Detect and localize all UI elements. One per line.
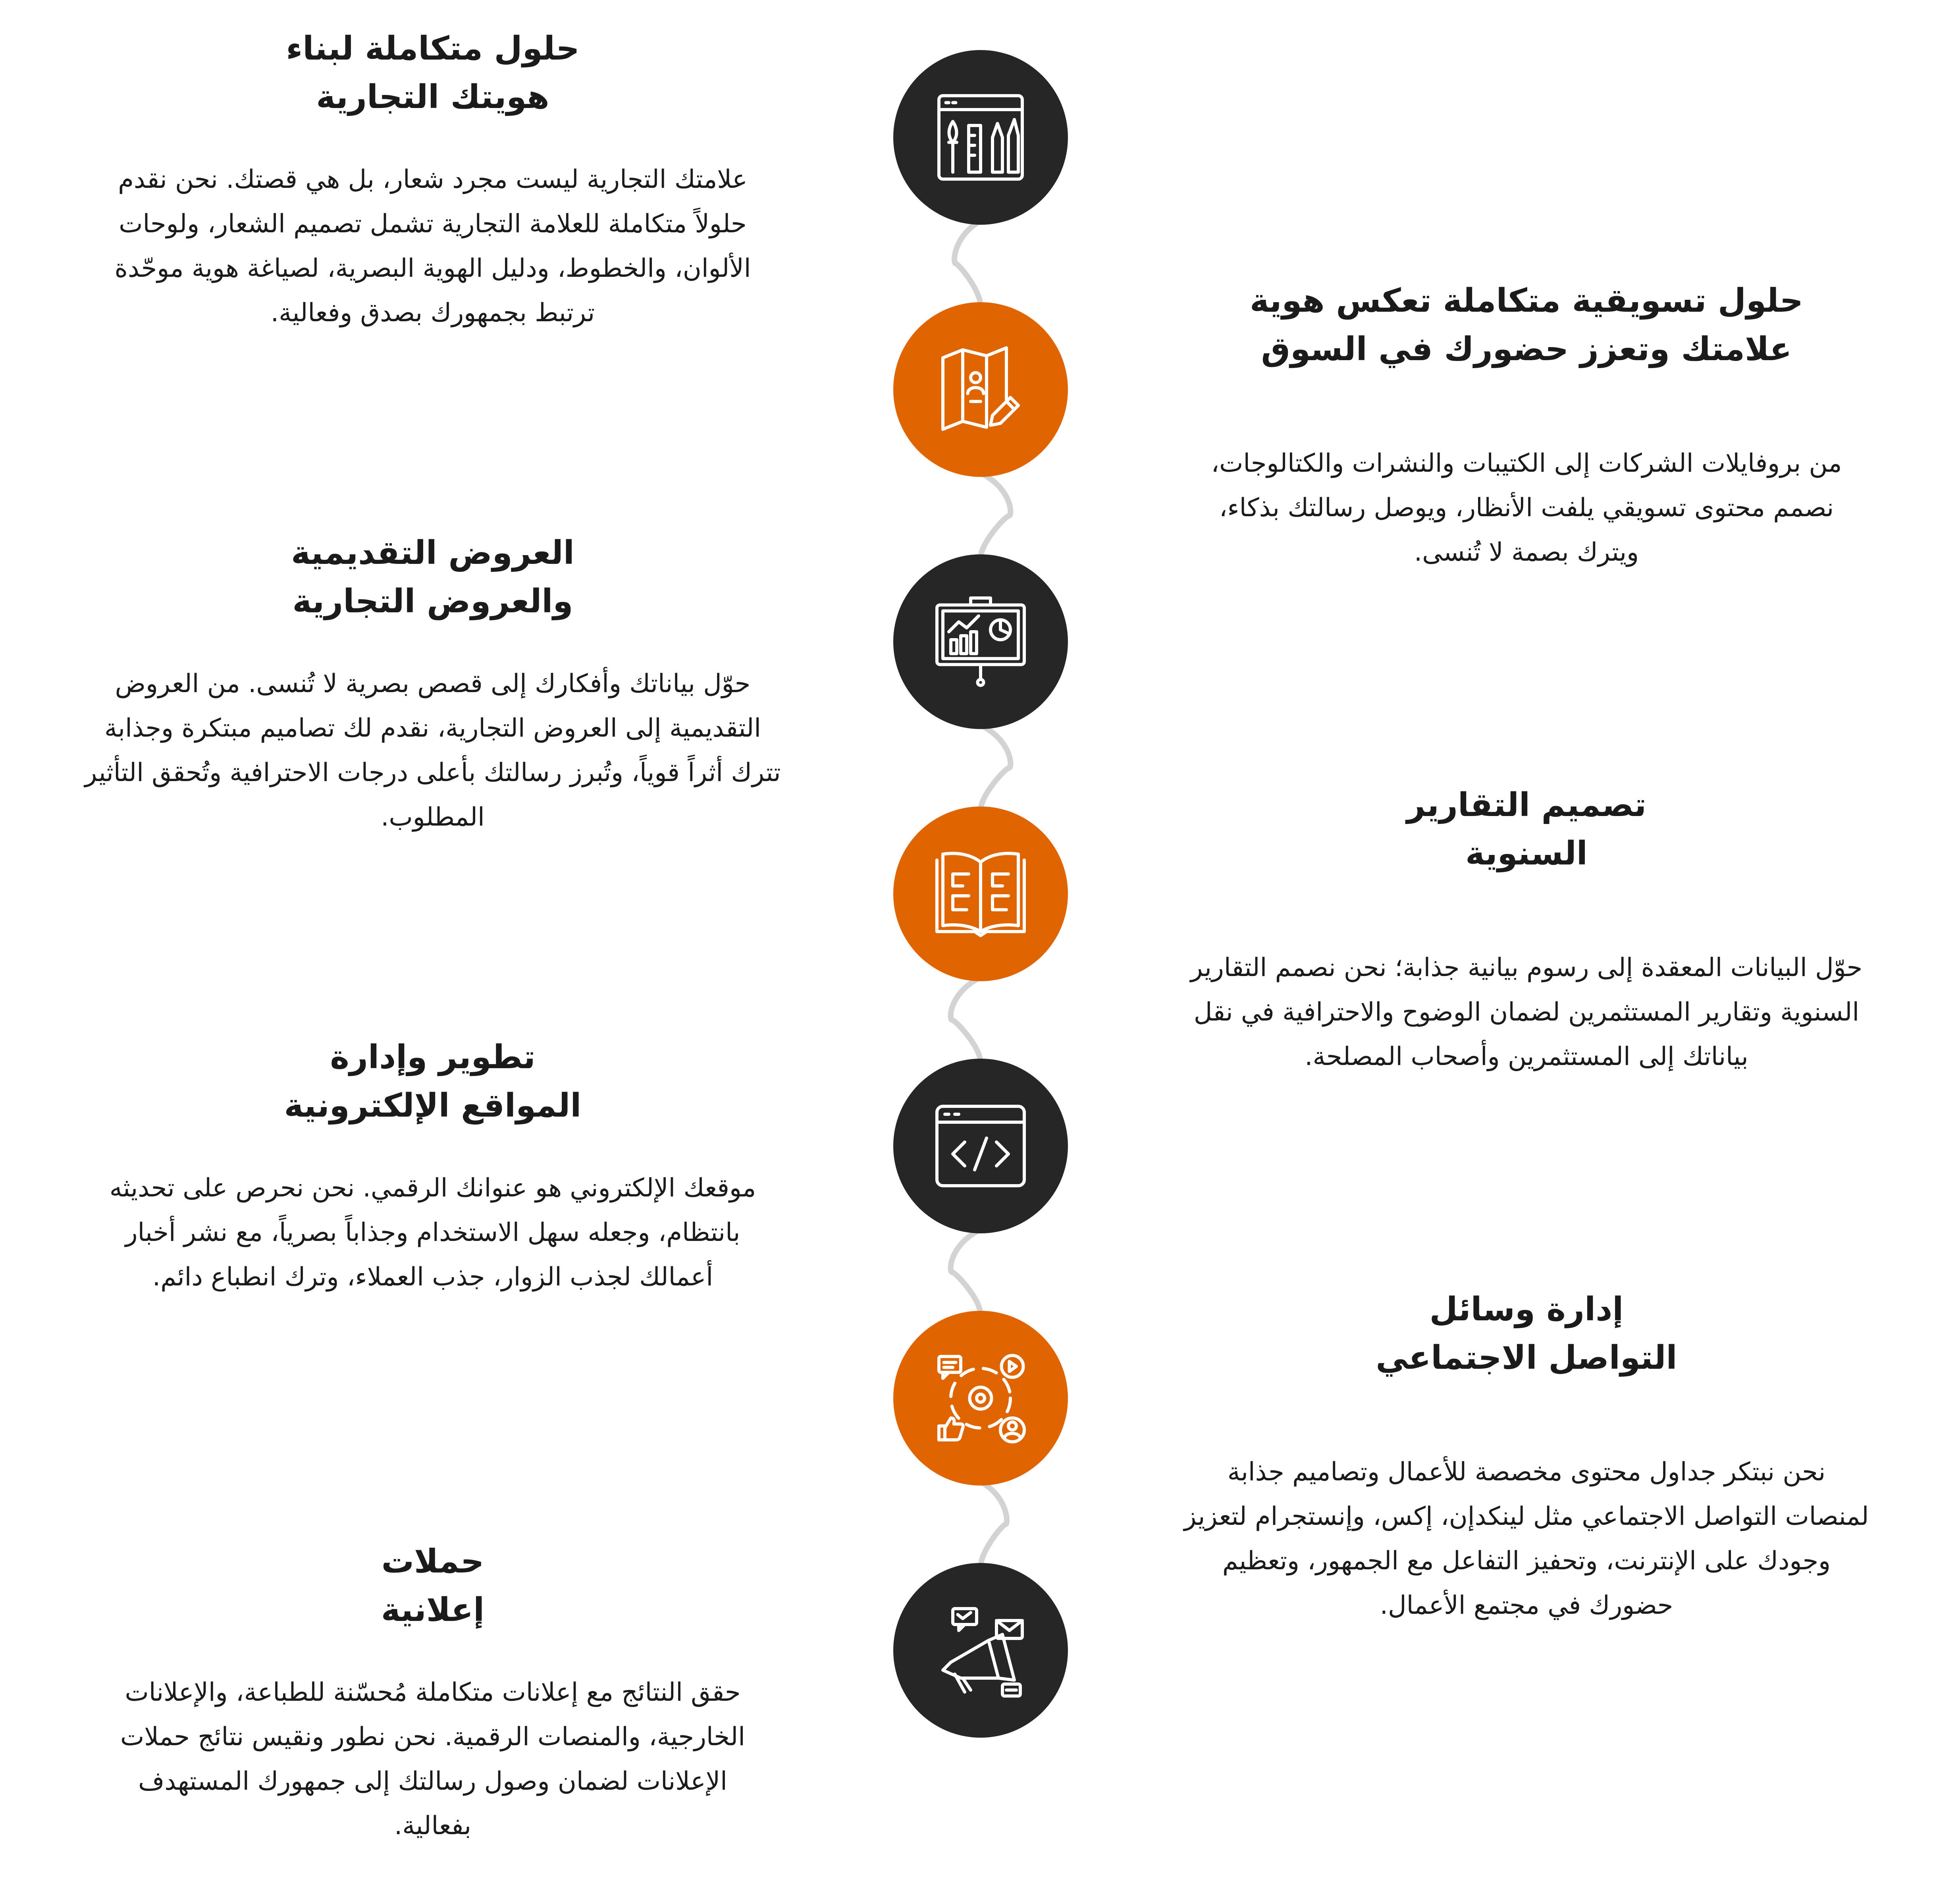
service-title: إدارة وسائل التواصل الاجتماعي: [1189, 1285, 1864, 1382]
service-title-line: علامتك وتعزز حضورك في السوق: [1261, 330, 1792, 368]
service-description-line: السنوية وتقارير المستثمرين لضمان الوضوح …: [1193, 997, 1860, 1027]
service-description-line: المطلوب.: [381, 803, 485, 832]
service-description-line: أعمالك لجذب الزوار، جذب العملاء، وترك ان…: [152, 1262, 713, 1292]
timeline-curve: [978, 1479, 1010, 1567]
timeline-node: [893, 1311, 1068, 1486]
megaphone-icon: [931, 1601, 1030, 1700]
service-title-line: تصميم التقارير: [1406, 786, 1647, 824]
service-description-line: حقق النتائج مع إعلانات متكاملة مُحسّنة ل…: [125, 1678, 741, 1707]
service-title-line: حلول متكاملة لبناء: [286, 30, 580, 68]
service-title-line: التواصل الاجتماعي: [1376, 1339, 1677, 1377]
service-title-line: هويتك التجارية: [316, 78, 549, 116]
service-title: تطوير وإدارة المواقع الإلكترونية: [135, 1033, 730, 1130]
timeline-node: [893, 50, 1068, 225]
service-description-line: حلولاً متكاملة للعلامة التجارية تشمل تصم…: [119, 209, 747, 239]
service-title-line: العروض التقديمية: [291, 534, 574, 572]
service-title-line: حملات: [381, 1543, 484, 1580]
timeline-node: [893, 1059, 1068, 1233]
service-description-line: حضورك في مجتمع الأعمال.: [1380, 1591, 1673, 1620]
service-title-line: المواقع الإلكترونية: [284, 1087, 582, 1125]
service-description: حوّل البيانات المعقدة إلى رسوم بيانية جذ…: [1110, 945, 1943, 1079]
service-description-line: حوّل بياناتك وأفكارك إلى قصص بصرية لا تُ…: [115, 669, 751, 698]
brochure-icon: [931, 340, 1030, 439]
timeline-node: [893, 806, 1068, 981]
service-title-line: إعلانية: [381, 1591, 485, 1629]
timeline-curve: [948, 974, 983, 1063]
service-description-line: حوّل البيانات المعقدة إلى رسوم بيانية جذ…: [1190, 953, 1863, 982]
service-description-line: تترك أثراً قوياً، وتُبرز رسالتك بأعلى در…: [85, 758, 781, 787]
service-title-line: إدارة وسائل: [1429, 1291, 1624, 1328]
service-description-line: الخارجية، والمنصات الرقمية. نحن نطور ونق…: [120, 1722, 746, 1752]
service-title: حملات إعلانية: [135, 1538, 730, 1634]
service-title: حلول تسويقية متكاملة تعكس هوية علامتك وتع…: [1189, 277, 1864, 374]
timeline-node: [893, 302, 1068, 477]
service-description-line: بانتظام، وجعله سهل الاستخدام وجذاباً بصر…: [125, 1218, 740, 1247]
timeline-node: [893, 1563, 1068, 1738]
service-title: العروض التقديمية والعروض التجارية: [135, 529, 730, 626]
service-description-line: نصمم محتوى تسويقي يلفت الأنظار، ويوصل رس…: [1219, 493, 1834, 523]
service-description: من بروفايلات الشركات إلى الكتيبات والنشر…: [1110, 441, 1943, 575]
code-window-icon: [931, 1096, 1030, 1196]
service-description-line: علامتك التجارية ليست مجرد شعار، بل هي قص…: [118, 165, 748, 194]
timeline-curve: [978, 470, 1014, 559]
service-description-line: الإعلانات لضمان وصول رسالتك إلى جمهورك ا…: [138, 1767, 727, 1796]
service-description-line: ويترك بصمة لا تُنسى.: [1414, 538, 1639, 567]
timeline-curve: [952, 218, 983, 307]
service-title: حلول متكاملة لبناء هويتك التجارية: [135, 25, 730, 122]
service-description-line: بفعالية.: [394, 1811, 472, 1841]
service-description-line: بياناتك إلى المستثمرين وأصحاب المصلحة.: [1305, 1042, 1748, 1071]
service-description: حوّل بياناتك وأفكارك إلى قصص بصرية لا تُ…: [16, 662, 850, 839]
service-description-line: من بروفايلات الشركات إلى الكتيبات والنشر…: [1211, 449, 1842, 478]
service-description-line: ترتبط بجمهورك بصدق وفعالية.: [270, 298, 595, 328]
service-title: تصميم التقارير السنوية: [1189, 781, 1864, 878]
service-description-line: لمنصات التواصل الاجتماعي مثل لينكدإن، إك…: [1184, 1502, 1869, 1531]
service-description-line: الألوان، والخطوط، ودليل الهوية البصرية، …: [114, 254, 751, 283]
presentation-board-icon: [931, 592, 1030, 691]
service-title-line: تطوير وإدارة: [330, 1038, 536, 1076]
open-book-icon: [931, 844, 1030, 943]
design-tools-icon: [931, 88, 1030, 187]
service-title-line: والعروض التجارية: [292, 583, 573, 620]
timeline-node: [893, 554, 1068, 729]
social-media-gear-icon: [931, 1349, 1030, 1448]
service-description: علامتك التجارية ليست مجرد شعار، بل هي قص…: [16, 157, 850, 335]
service-description-line: نحن نبتكر جداول محتوى مخصصة للأعمال وتصا…: [1227, 1457, 1826, 1487]
service-description-line: موقعك الإلكتروني هو عنوانك الرقمي. نحن ن…: [109, 1173, 756, 1203]
timeline-curve: [948, 1227, 983, 1315]
service-description-line: وجودك على الإنترنت، وتحفيز التفاعل مع ال…: [1222, 1546, 1831, 1576]
service-description: حقق النتائج مع إعلانات متكاملة مُحسّنة ل…: [16, 1670, 850, 1848]
service-description: موقعك الإلكتروني هو عنوانك الرقمي. نحن ن…: [16, 1166, 850, 1299]
service-title-line: السنوية: [1465, 835, 1588, 872]
service-description-line: التقديمية إلى العروض التجارية، نقدم لك ت…: [104, 714, 761, 743]
timeline-curve: [978, 722, 1014, 811]
service-description: نحن نبتكر جداول محتوى مخصصة للأعمال وتصا…: [1110, 1450, 1943, 1628]
service-title-line: حلول تسويقية متكاملة تعكس هوية: [1249, 282, 1804, 320]
